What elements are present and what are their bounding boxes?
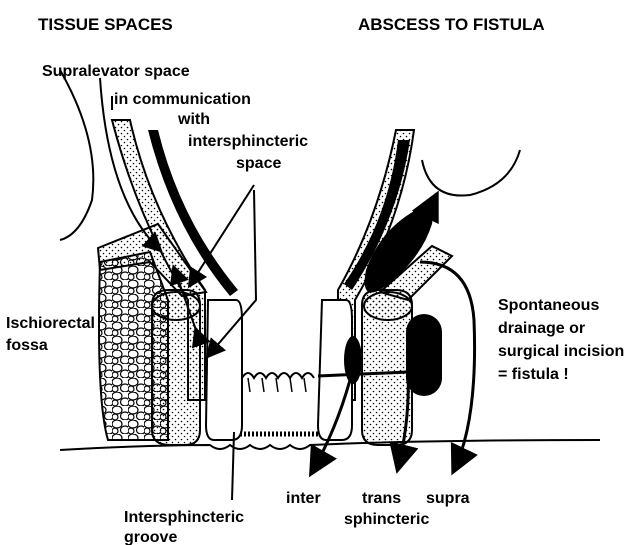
fistula-label-supra: supra <box>426 490 470 507</box>
supralevator-label-2: in communication <box>114 91 251 108</box>
drainage-label-1: Spontaneous <box>498 297 599 314</box>
peritoneal-curve <box>60 70 93 240</box>
drainage-label-3: surgical incision <box>498 343 624 360</box>
anal-canal-valves <box>248 378 306 392</box>
drainage-label-2: drainage or <box>498 320 585 337</box>
heading-tissue-spaces: TISSUE SPACES <box>38 15 173 34</box>
fistula-label-sphincteric: sphincteric <box>344 511 429 528</box>
supra-abscess <box>406 314 442 396</box>
groove-label-1: Intersphincteric <box>124 509 244 526</box>
ischiorectal-label-2: fossa <box>6 337 48 354</box>
external-sphincter-top-right <box>364 292 412 320</box>
intersphincteric-abscess <box>344 336 362 384</box>
fistula-label-trans: trans <box>362 490 401 507</box>
supralevator-label-3: with <box>177 111 210 128</box>
ischiorectal-label-1: Ischiorectal <box>6 315 95 332</box>
heading-abscess-to-fistula: ABSCESS TO FISTULA <box>358 15 545 34</box>
drainage-label-4: = fistula ! <box>498 366 569 383</box>
upward-arrow <box>428 196 436 212</box>
groove-label-2: groove <box>124 529 177 545</box>
right-anatomy <box>318 130 520 445</box>
external-sphincter-top-left <box>152 292 200 320</box>
fistula-label-inter: inter <box>286 490 321 507</box>
left-anatomy <box>60 70 242 445</box>
supralevator-label-4: intersphincteric <box>188 133 308 150</box>
groove-pointer <box>232 432 234 500</box>
supralevator-label-5: space <box>236 155 281 172</box>
anal-canal-top <box>242 373 314 378</box>
perianal-skin <box>60 440 600 450</box>
pelvic-curve-right <box>422 150 520 196</box>
supralevator-label-1: Supralevator space <box>42 63 190 80</box>
internal-sphincter-left <box>206 300 242 440</box>
